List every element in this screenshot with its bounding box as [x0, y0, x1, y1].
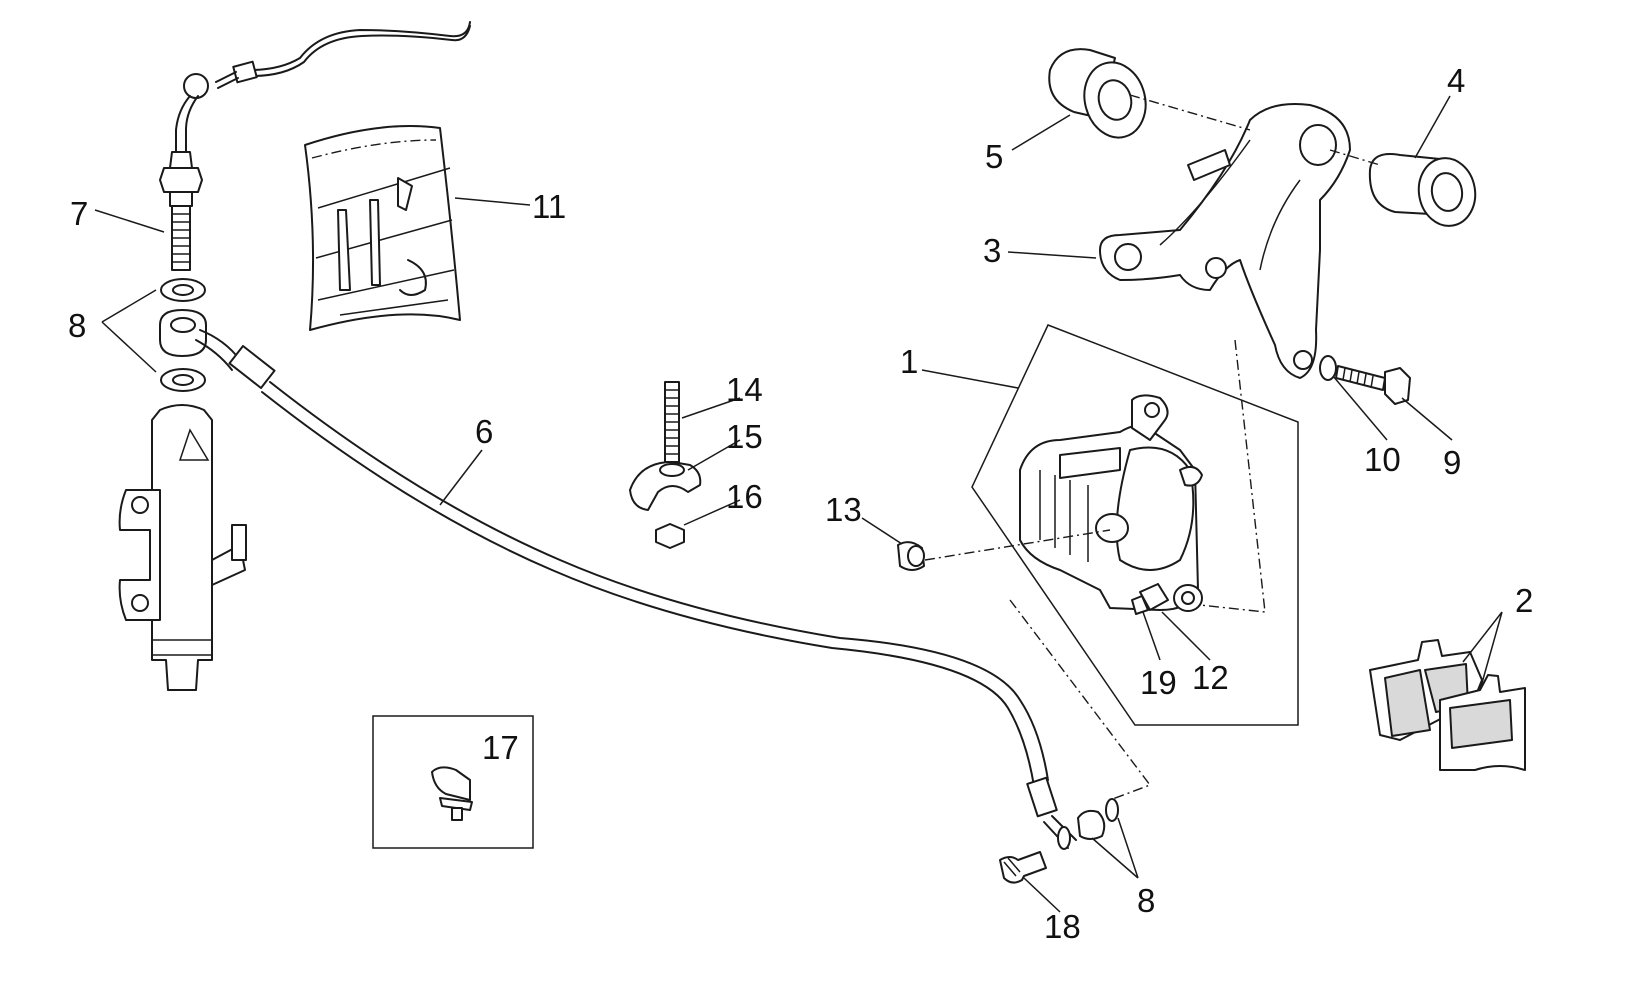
callout-15: 15	[726, 418, 763, 455]
callout-16: 16	[726, 478, 763, 515]
callout-2: 2	[1515, 582, 1533, 619]
caliper-group-frame	[971, 324, 1299, 726]
lower-banjo-bolt	[999, 798, 1119, 884]
callout-9: 9	[1443, 444, 1461, 481]
callout-11: 11	[532, 188, 566, 225]
brake-light-switch	[159, 21, 471, 271]
axis-line-3-4	[1329, 149, 1381, 166]
brake-hose	[195, 329, 1077, 849]
callout-19: 19	[1140, 664, 1177, 701]
callout-3: 3	[983, 232, 1001, 269]
spare-parts-bag	[304, 125, 461, 331]
mounting-clamp-set	[629, 381, 702, 549]
callout-18: 18	[1044, 908, 1081, 945]
axis-line-caliper-bracket	[1199, 339, 1266, 613]
bushing-5	[1048, 48, 1147, 139]
spacer-13	[897, 541, 925, 571]
brake-pads	[1369, 639, 1526, 771]
leader-lines	[94, 95, 1503, 913]
callout-8-left: 8	[68, 307, 86, 344]
callout-17: 17	[482, 729, 519, 766]
callout-8-lower: 8	[1137, 882, 1155, 919]
rear-master-cylinder	[118, 404, 247, 691]
axis-line-5-3	[1129, 94, 1251, 131]
bolt-and-washer	[1319, 355, 1411, 405]
cable-clip-box	[372, 715, 534, 849]
callout-5: 5	[985, 138, 1003, 175]
callout-7: 7	[70, 195, 88, 232]
callout-10: 10	[1364, 441, 1401, 478]
callout-13: 13	[825, 491, 862, 528]
bushing-4	[1368, 153, 1477, 227]
callout-14: 14	[726, 371, 763, 408]
callout-1: 1	[900, 343, 918, 380]
caliper-bracket	[1099, 103, 1351, 379]
axis-line-hose-banjo	[1009, 599, 1152, 801]
left-washers-and-banjo	[159, 278, 207, 392]
callout-4: 4	[1447, 62, 1465, 99]
callout-6: 6	[475, 413, 493, 450]
brake-caliper	[1019, 394, 1203, 615]
callout-12: 12	[1192, 659, 1229, 696]
callout-labels: 1 2 3 4 5 6 7 8 8 9 10 11 12 13 14 15 16…	[68, 62, 1533, 945]
